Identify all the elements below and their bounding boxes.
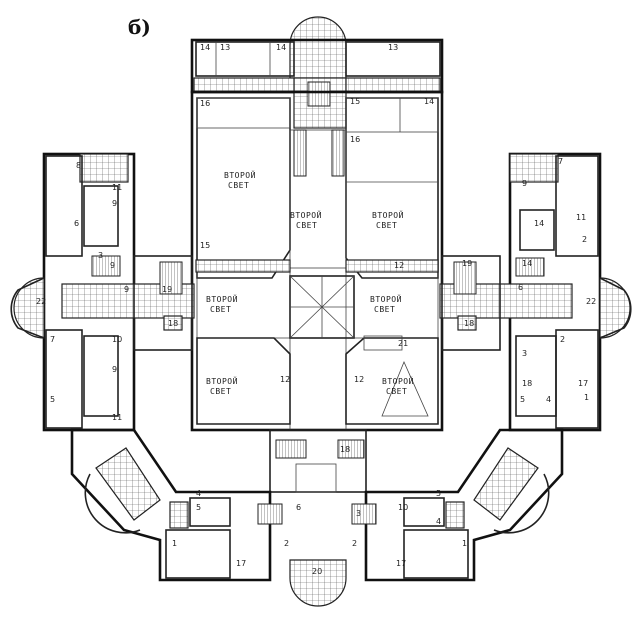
room-number: 4 <box>436 517 441 526</box>
hall-label: ВТОРОЙ <box>372 209 404 220</box>
room-number: 2 <box>560 335 565 344</box>
figure-label: б) <box>128 15 151 39</box>
room-number: 18 <box>168 319 178 328</box>
room-number: 8 <box>76 161 81 170</box>
room-number: 9 <box>112 365 117 374</box>
room-number: 4 <box>546 395 551 404</box>
hall-label: ВТОРОЙ <box>206 375 238 386</box>
room-number: 5 <box>196 503 201 512</box>
hall-label: ВТОРОЙ <box>290 209 322 220</box>
room-number: 2 <box>284 539 289 548</box>
room-number: 22 <box>36 297 46 306</box>
room-number: 14 <box>276 43 286 52</box>
hall-label: СВЕТ <box>228 181 249 190</box>
top-rotunda <box>289 16 347 79</box>
room-number: 7 <box>558 157 563 166</box>
room-number: 6 <box>74 219 79 228</box>
room-number: 14 <box>534 219 544 228</box>
room-number: 3 <box>356 509 361 518</box>
top-wing <box>190 38 444 129</box>
room-number: 1 <box>462 539 467 548</box>
room-number: 4 <box>196 489 201 498</box>
hall-label: ВТОРОЙ <box>224 169 256 180</box>
central-block <box>190 90 444 432</box>
room-number: 17 <box>396 559 406 568</box>
room-number: 13 <box>220 43 230 52</box>
room-number: 7 <box>50 335 55 344</box>
room-number: 18 <box>340 445 350 454</box>
room-number: 9 <box>112 199 117 208</box>
room-number: 5 <box>436 489 441 498</box>
room-number: 17 <box>236 559 246 568</box>
room-number: 15 <box>200 241 210 250</box>
bottom-rotunda <box>289 559 347 607</box>
room-number: 11 <box>576 213 586 222</box>
hall-label: ВТОРОЙ <box>382 375 414 386</box>
room-number: 2 <box>582 235 587 244</box>
room-number: 6 <box>518 283 523 292</box>
room-number: 6 <box>296 503 301 512</box>
room-number: 1 <box>172 539 177 548</box>
room-number: 2 <box>352 539 357 548</box>
room-number: 5 <box>50 395 55 404</box>
room-number: 12 <box>394 261 404 270</box>
room-number: 12 <box>354 375 364 384</box>
room-number: 17 <box>578 379 588 388</box>
room-number: 14 <box>200 43 210 52</box>
lower-right-wing <box>351 428 564 582</box>
room-number: 16 <box>200 99 210 108</box>
hall-label: СВЕТ <box>210 305 231 314</box>
room-number: 10 <box>112 335 122 344</box>
room-numbers: 14 13 14 13 16 15 14 16 15 12 12 12 21 8… <box>36 43 596 576</box>
room-number: 5 <box>520 395 525 404</box>
right-wing <box>439 152 632 432</box>
room-number: 22 <box>586 297 596 306</box>
hall-label: СВЕТ <box>386 387 407 396</box>
room-number: 18 <box>464 319 474 328</box>
room-number: 16 <box>350 135 360 144</box>
room-number: 14 <box>522 259 532 268</box>
hall-label: СВЕТ <box>376 221 397 230</box>
room-number: 11 <box>112 413 122 422</box>
room-number: 12 <box>280 375 290 384</box>
room-number: 20 <box>312 567 322 576</box>
hall-label: ВТОРОЙ <box>206 293 238 304</box>
left-wing <box>10 152 195 432</box>
lower-left-wing <box>70 428 283 582</box>
room-number: 21 <box>398 339 408 348</box>
hall-labels: ВТОРОЙ СВЕТ ВТОРОЙ СВЕТ ВТОРОЙ СВЕТ ВТОР… <box>206 169 414 396</box>
room-number: 9 <box>110 261 115 270</box>
south-entrance <box>269 429 367 493</box>
room-number: 3 <box>522 349 527 358</box>
room-number: 9 <box>522 179 527 188</box>
hall-label: СВЕТ <box>210 387 231 396</box>
room-number: 13 <box>388 43 398 52</box>
room-number: 9 <box>124 285 129 294</box>
room-number: 19 <box>462 259 472 268</box>
room-number: 3 <box>98 251 103 260</box>
room-number: 11 <box>112 183 122 192</box>
room-number: 15 <box>350 97 360 106</box>
room-number: 1 <box>584 393 589 402</box>
room-number: 14 <box>424 97 434 106</box>
room-number: 10 <box>398 503 408 512</box>
hall-label: ВТОРОЙ <box>370 293 402 304</box>
hall-label: СВЕТ <box>296 221 317 230</box>
hall-label: СВЕТ <box>374 305 395 314</box>
room-number: 18 <box>522 379 532 388</box>
room-number: 19 <box>162 285 172 294</box>
